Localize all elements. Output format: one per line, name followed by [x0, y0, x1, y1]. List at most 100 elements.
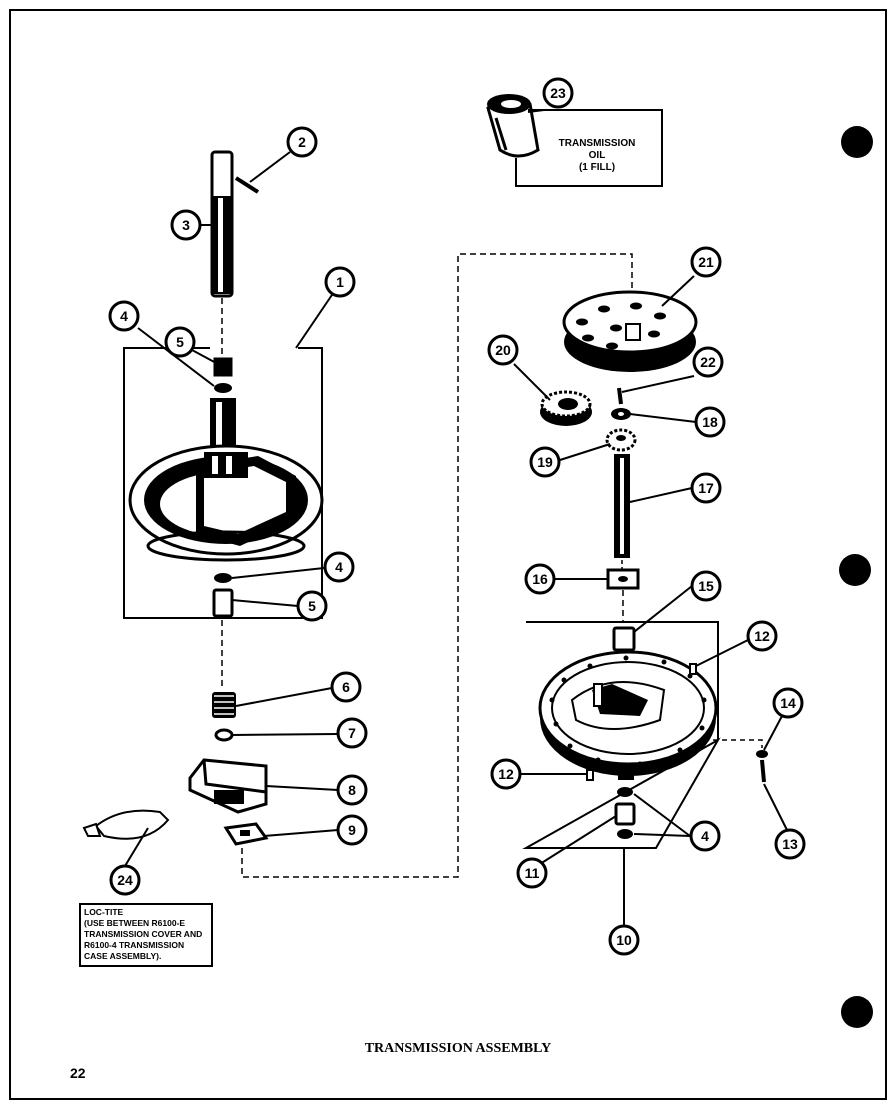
- loctite-note-line1: LOC-TITE: [84, 907, 124, 917]
- callout-23: 23: [542, 77, 574, 109]
- cover-bushing-lower: [614, 802, 636, 826]
- callout-1: 1: [324, 266, 356, 298]
- callout-12-upper-label: 12: [754, 628, 770, 644]
- pinion-gear: [212, 692, 236, 718]
- drive-shaft: [614, 454, 630, 558]
- dowel-pin-lower: [586, 769, 594, 781]
- pin-part: [234, 176, 260, 194]
- callout-16-left-label: 16: [532, 571, 548, 587]
- transmission-cover: [538, 650, 718, 780]
- dowel-pin-upper: [689, 663, 697, 675]
- callout-17: 17: [690, 472, 722, 504]
- callout-2-label: 2: [298, 134, 306, 150]
- loctite-note-line2: (USE BETWEEN R6100-E: [84, 918, 185, 928]
- callout-22-label: 22: [700, 354, 716, 370]
- cover-washer-upper: [617, 787, 633, 797]
- callout-4-upper-label: 4: [120, 308, 128, 324]
- loctite-note-line3: TRANSMISSION COVER AND: [84, 929, 202, 939]
- callout-17-label: 17: [698, 480, 714, 496]
- page-title: TRANSMISSION ASSEMBLY: [365, 1041, 552, 1056]
- oil-note-line2: OIL: [589, 150, 606, 161]
- callout-16-left: 16: [524, 563, 556, 595]
- callout-18-label: 18: [702, 414, 718, 430]
- callout-15: 15: [690, 570, 722, 602]
- callout-19: 19: [529, 446, 561, 478]
- transmission-oil-can: [486, 94, 540, 158]
- callout-6-label: 6: [342, 679, 350, 695]
- binder-hole-top: [841, 126, 873, 158]
- callout-4-right: 4: [689, 820, 721, 852]
- callout-9: 9: [336, 814, 368, 846]
- callout-24: 24: [109, 864, 141, 896]
- binder-hole-middle: [839, 554, 871, 586]
- shaft-pinion: [605, 428, 637, 452]
- screw-washer: [756, 750, 768, 758]
- callout-5-lower: 5: [296, 590, 328, 622]
- callout-13: 13: [774, 828, 806, 860]
- callout-4-upper: 4: [108, 300, 140, 332]
- drive-pulley: [562, 290, 698, 372]
- callout-8: 8: [336, 774, 368, 806]
- callout-4-right-label: 4: [701, 828, 709, 844]
- page-number: 22: [70, 1065, 86, 1081]
- callout-5-upper-label: 5: [176, 334, 184, 350]
- transmission-case: [128, 398, 324, 562]
- callout-7: 7: [336, 717, 368, 749]
- callout-6: 6: [330, 671, 362, 703]
- callout-11-label: 11: [525, 865, 540, 881]
- loctite-tube: [82, 809, 170, 840]
- drive-block: [223, 822, 269, 846]
- callout-5-lower-label: 5: [308, 598, 316, 614]
- callout-3: 3: [170, 209, 202, 241]
- callout-21: 21: [690, 246, 722, 278]
- callout-8-label: 8: [348, 782, 356, 798]
- callout-3-label: 3: [182, 217, 190, 233]
- bushing-lower: [212, 588, 234, 618]
- callout-11: 11: [516, 857, 548, 889]
- callout-15-label: 15: [698, 578, 714, 594]
- cover-washer-lower: [617, 829, 633, 839]
- callout-18: 18: [694, 406, 726, 438]
- callout-13-label: 13: [782, 836, 798, 852]
- callout-1-label: 1: [336, 274, 344, 290]
- callout-14-label: 14: [780, 695, 796, 711]
- page-border: [9, 9, 887, 1100]
- callout-20: 20: [487, 334, 519, 366]
- transmission-case-box: [123, 347, 323, 619]
- leader-lines: [124, 109, 789, 928]
- set-screw: [617, 387, 623, 405]
- binder-hole-bottom: [841, 996, 873, 1028]
- cover-screw: [760, 759, 766, 783]
- callout-4-lower-label: 4: [335, 559, 343, 575]
- loctite-note-line4: R6100-4 TRANSMISSION: [84, 940, 184, 950]
- oil-note-line3: (1 FILL): [579, 162, 615, 173]
- callout-10: 10: [608, 924, 640, 956]
- oil-note-line1: TRANSMISSION: [559, 138, 636, 149]
- callout-7-label: 7: [348, 725, 356, 741]
- snap-ring: [214, 728, 234, 742]
- callout-21-label: 21: [698, 254, 714, 270]
- shifter-block: [188, 758, 268, 814]
- oil-note-box: [515, 109, 663, 187]
- callout-22: 22: [692, 346, 724, 378]
- callout-19-label: 19: [537, 454, 553, 470]
- loctite-note-line5: CASE ASSEMBLY).: [84, 951, 161, 961]
- callout-5-upper: 5: [164, 326, 196, 358]
- main-gear: [540, 390, 592, 426]
- callout-9-label: 9: [348, 822, 356, 838]
- callout-20-label: 20: [495, 342, 511, 358]
- callout-12-upper: 12: [746, 620, 778, 652]
- callout-10-label: 10: [616, 932, 632, 948]
- callout-14: 14: [772, 687, 804, 719]
- callout-4-lower: 4: [323, 551, 355, 583]
- callout-12-lower-label: 12: [498, 766, 514, 782]
- callout-23-label: 23: [550, 85, 566, 101]
- connection-dashed-path: [241, 253, 633, 878]
- loctite-note-box: [79, 903, 213, 967]
- callout-12-lower: 12: [490, 758, 522, 790]
- callout-2: 2: [286, 126, 318, 158]
- washer-lower: [214, 573, 232, 583]
- agitator-shaft: [210, 150, 234, 298]
- bushing-upper: [213, 357, 233, 377]
